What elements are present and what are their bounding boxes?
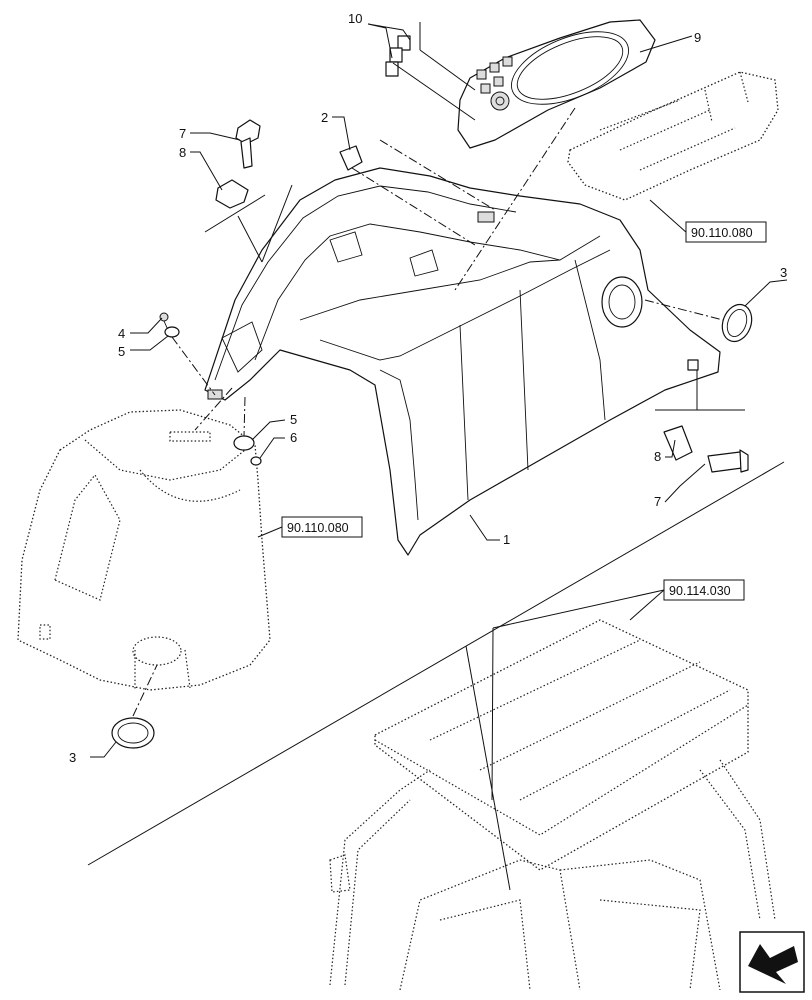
dashboard-housing-part-1 <box>204 167 721 556</box>
clip-part-8-upper <box>215 179 249 209</box>
clip-part-2 <box>339 145 363 171</box>
instrument-panel-part-9 <box>457 19 656 149</box>
screw-part-4 <box>159 312 169 331</box>
washer-part-5-lower <box>233 435 255 451</box>
lower-cover-shading <box>17 409 271 691</box>
section-divider-line <box>87 461 785 866</box>
cab-frame-shading <box>329 619 776 991</box>
callout-2: 2 <box>321 110 328 125</box>
assembly-lines <box>132 107 724 717</box>
callout-labels: 10 9 2 7 8 4 5 5 6 3 8 7 1 3 <box>69 11 787 765</box>
hood-shading <box>567 71 779 201</box>
reference-box-cab[interactable]: 90.114.030 <box>663 579 745 601</box>
callout-leaders <box>90 22 788 891</box>
grommet-part-3 <box>111 303 753 749</box>
nut-part-6 <box>250 456 262 466</box>
reference-box-top-right[interactable]: 90.110.080 <box>685 221 767 243</box>
callout-3-left: 3 <box>69 750 76 765</box>
callout-1: 1 <box>503 532 510 547</box>
switch-part-10 <box>385 35 411 77</box>
reference-box-left[interactable]: 90.110.080 <box>281 516 363 538</box>
reference-label: 90.114.030 <box>669 584 731 598</box>
callout-10: 10 <box>348 11 362 26</box>
callout-7-lower: 7 <box>654 494 661 509</box>
reference-label: 90.110.080 <box>287 521 349 535</box>
callout-5-upper: 5 <box>118 344 125 359</box>
clip-part-8-lower <box>663 425 693 461</box>
reference-label: 90.110.080 <box>691 226 753 240</box>
callout-8-upper: 8 <box>179 145 186 160</box>
callout-4: 4 <box>118 326 125 341</box>
bolt-part-7-upper <box>235 119 261 169</box>
callout-3-right: 3 <box>780 265 787 280</box>
callout-6: 6 <box>290 430 297 445</box>
callout-9: 9 <box>694 30 701 45</box>
washer-part-5-upper <box>164 326 180 338</box>
callout-7-upper: 7 <box>179 126 186 141</box>
bolt-part-7-lower <box>707 449 749 473</box>
callout-5-lower: 5 <box>290 412 297 427</box>
arrow-icon[interactable] <box>739 931 805 993</box>
callout-8-lower: 8 <box>654 449 661 464</box>
